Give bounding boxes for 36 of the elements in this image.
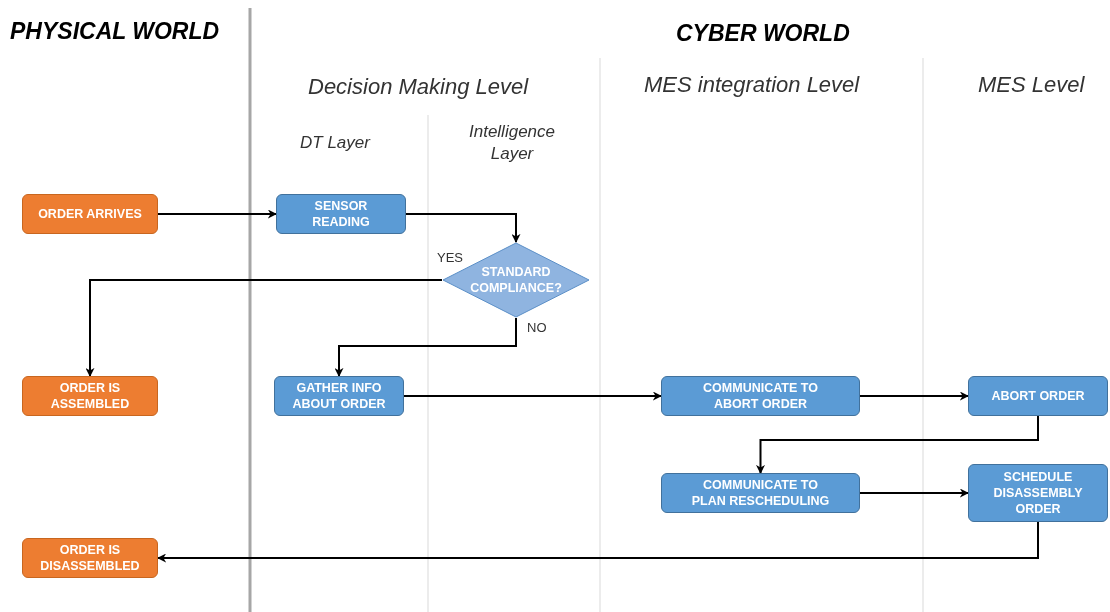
edge-label: NO <box>526 320 548 335</box>
node-label: GATHER INFO ABOUT ORDER <box>291 380 387 412</box>
world-heading: CYBER WORLD <box>676 19 850 48</box>
arrow <box>405 213 521 243</box>
node-label: ORDER IS ASSEMBLED <box>49 380 131 412</box>
layer-heading: DT Layer <box>300 132 370 154</box>
node-label: STANDARD COMPLIANCE? <box>469 264 563 296</box>
node-label: COMMUNICATE TO ABORT ORDER <box>702 380 819 412</box>
arrow <box>85 279 443 377</box>
arrow <box>157 209 277 219</box>
terminal-box <box>22 538 158 578</box>
terminal-box <box>22 194 158 234</box>
node-label: COMMUNICATE TO PLAN RESCHEDULING <box>690 477 831 509</box>
arrow <box>157 521 1039 563</box>
process-box <box>276 194 406 234</box>
process-box <box>968 464 1108 522</box>
node-label: ABORT ORDER <box>991 388 1085 404</box>
layer-heading: Intelligence Layer <box>468 121 556 165</box>
terminal-box <box>22 376 158 416</box>
arrow <box>334 317 517 377</box>
node-label: ORDER ARRIVES <box>38 206 142 222</box>
level-heading: MES Level <box>978 71 1085 99</box>
process-box <box>661 376 860 416</box>
process-box <box>274 376 404 416</box>
node-label: SENSOR READING <box>311 198 371 230</box>
process-box <box>661 473 860 513</box>
arrow <box>403 391 662 401</box>
arrow <box>859 391 969 401</box>
arrow <box>756 415 1039 474</box>
level-heading: MES integration Level <box>644 71 860 99</box>
level-heading: Decision Making Level <box>308 73 529 101</box>
node-label: ORDER IS DISASSEMBLED <box>39 542 141 574</box>
arrow <box>859 488 969 498</box>
process-box <box>968 376 1108 416</box>
node-label: SCHEDULE DISASSEMBLY ORDER <box>992 469 1084 517</box>
world-heading: PHYSICAL WORLD <box>10 17 220 46</box>
